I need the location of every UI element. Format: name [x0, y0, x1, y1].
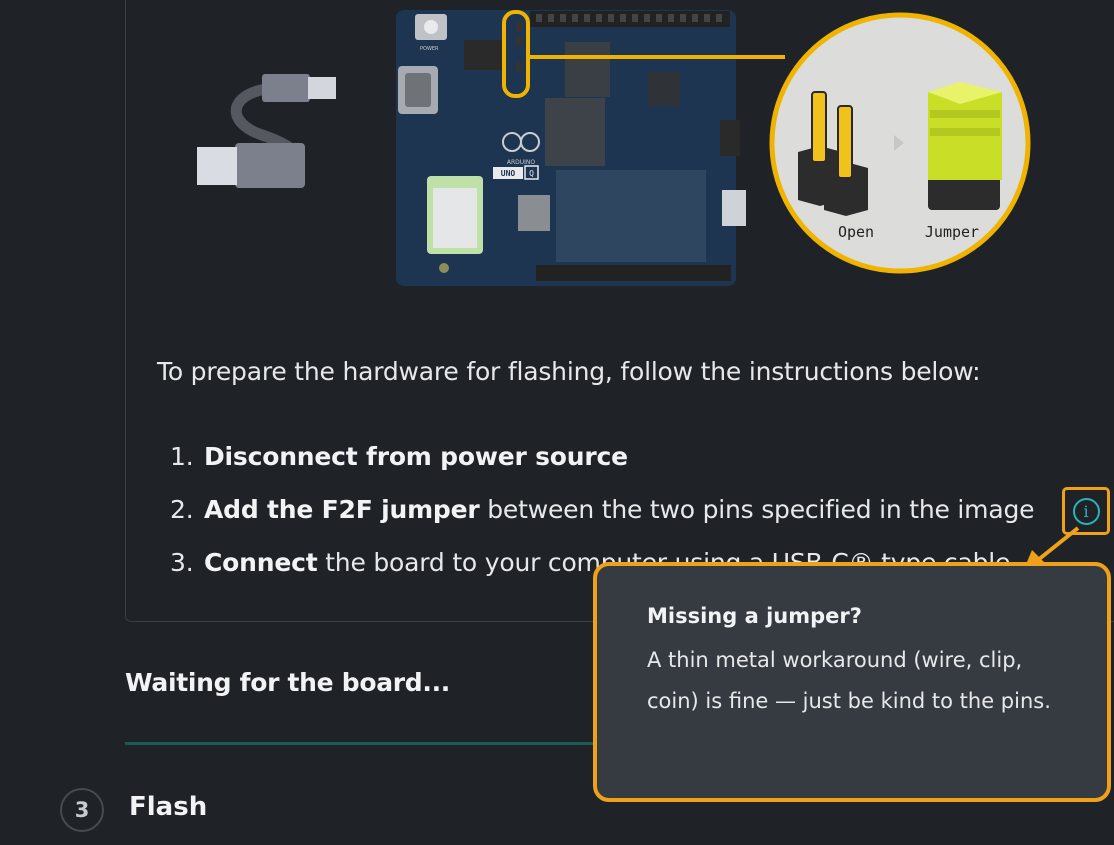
waiting-status: Waiting for the board...	[125, 668, 450, 697]
hardware-illustration: ARDUINO UNO Q POWER Open Jumper	[197, 10, 1031, 286]
tooltip-body: A thin metal workaround (wire, clip, coi…	[647, 648, 1051, 713]
open-pins-icon	[798, 91, 868, 216]
jumper-tooltip: Missing a jumper? A thin metal workaroun…	[593, 562, 1111, 802]
svg-text:POWER: POWER	[420, 46, 439, 52]
usb-cable-icon	[197, 74, 336, 188]
info-icon[interactable]: i	[1072, 497, 1100, 525]
step-number-badge: 3	[60, 788, 104, 832]
flash-step-title[interactable]: Flash	[129, 792, 208, 822]
jumper-icon	[928, 82, 1002, 210]
jumper-label: Jumper	[925, 223, 979, 241]
tooltip-title: Missing a jumper?	[647, 604, 862, 628]
instructions-intro: To prepare the hardware for flashing, fo…	[157, 357, 981, 386]
svg-text:UNO: UNO	[501, 169, 516, 178]
progress-line	[125, 742, 605, 745]
info-button[interactable]: i	[1062, 487, 1110, 535]
svg-text:Q: Q	[529, 169, 534, 178]
jumper-zoom-callout: Open Jumper	[769, 12, 1031, 274]
board-image: ARDUINO UNO Q POWER	[396, 10, 785, 286]
open-label: Open	[838, 223, 874, 241]
step-item-2: 2.Add the F2F jumper between the two pin…	[170, 495, 1035, 524]
step-item-1: 1.Disconnect from power source	[170, 442, 628, 471]
svg-text:ARDUINO: ARDUINO	[507, 159, 536, 166]
